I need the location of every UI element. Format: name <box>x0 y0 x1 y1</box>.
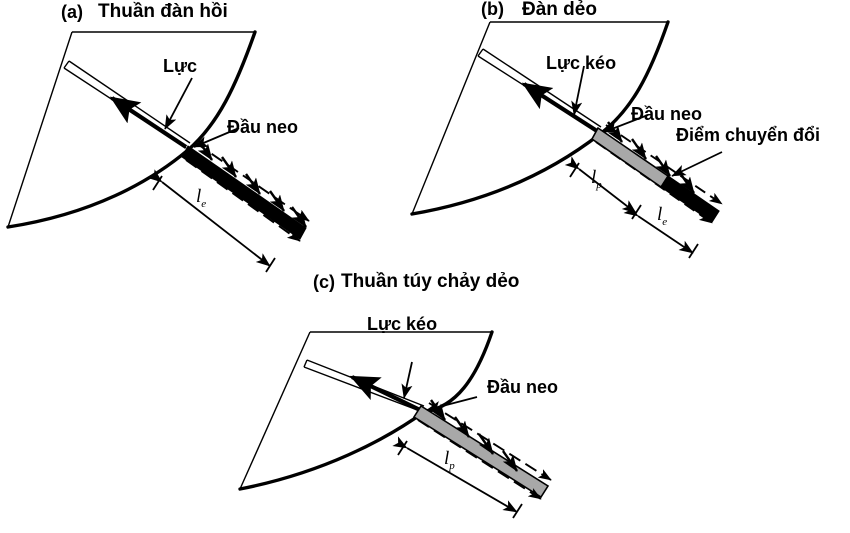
force-arrow-a <box>109 96 188 149</box>
anchor-head-label-c: Đầu neo <box>487 377 559 397</box>
panel-label-c: (c) <box>313 272 335 292</box>
skin-friction-arrows-b-upper <box>605 124 723 205</box>
force-label-c: Lực kéo <box>367 314 438 334</box>
dimension-label-le-a: le <box>196 187 206 210</box>
panel-c-graphics <box>238 330 552 519</box>
dim-symbol: l <box>657 204 663 225</box>
force-arrow-b <box>521 82 599 133</box>
panel-label-b: (b) <box>481 0 504 19</box>
leader-anchor-head-c <box>426 396 478 412</box>
dim-subscript: p <box>449 459 455 472</box>
tendon-cap-c <box>303 359 308 368</box>
tendon-cap-b <box>477 48 484 57</box>
dim-line-le-b <box>623 203 694 254</box>
bond-length-elastic-bar-b <box>660 175 720 223</box>
dim-symbol: l <box>444 448 450 469</box>
panel-b-graphics <box>410 20 723 259</box>
tendon-cap-a <box>63 60 70 69</box>
leader-force-b <box>571 65 585 116</box>
slip-surface-a <box>6 30 257 229</box>
leader-force-a <box>164 77 193 130</box>
leader-force-c <box>401 361 413 399</box>
dim-subscript: p <box>596 178 602 191</box>
leader-transition-point-b <box>671 151 723 177</box>
panel-a-graphics <box>6 30 310 273</box>
leader-anchor-head-b <box>603 114 649 133</box>
anchor-head-label-a: Đầu neo <box>227 117 299 137</box>
wedge-left-face-c <box>239 331 311 490</box>
dim-subscript: e <box>662 215 668 228</box>
dim-symbol: l <box>591 167 597 188</box>
leader-anchor-head-a <box>193 127 240 148</box>
panel-label-a: (a) <box>61 2 83 22</box>
dim-line-le-a <box>147 169 271 267</box>
panel-title-a: Thuần đàn hồi <box>98 1 228 22</box>
force-label-b: Lực kéo <box>546 53 617 73</box>
anchor-head-label-b: Đầu neo <box>631 104 703 124</box>
dim-subscript: e <box>201 197 207 210</box>
dim-tick-b-lp-start <box>569 162 580 178</box>
dimension-label-lp-b: lp <box>591 168 602 191</box>
shear-transfer-arrows-a <box>197 139 307 228</box>
bond-length-plastic-bar-c <box>412 404 550 499</box>
skin-friction-arrows-c-lower <box>417 419 542 500</box>
tendon-free-length-c <box>303 366 421 412</box>
dim-line-lp-c <box>392 436 518 513</box>
dimension-label-le-b: le <box>657 205 667 228</box>
force-label-a: Lực <box>163 56 198 76</box>
skin-friction-arrows-c-upper <box>428 402 552 481</box>
wedge-left-face-a <box>7 31 73 228</box>
force-arrow-c <box>349 375 421 412</box>
panel-title-c: Thuần túy chảy dẻo <box>341 271 520 292</box>
transition-point-label-b: Điểm chuyển đổi <box>676 125 821 145</box>
dim-line-lp-b <box>564 156 637 214</box>
dimension-label-lp-c: lp <box>444 449 455 472</box>
wedge-left-face-b <box>411 21 491 215</box>
dim-tick-a-start <box>152 175 163 191</box>
dim-tick-c-start <box>397 440 408 456</box>
dim-symbol: l <box>196 186 202 207</box>
panel-title-b: Đàn dẻo <box>522 0 597 20</box>
